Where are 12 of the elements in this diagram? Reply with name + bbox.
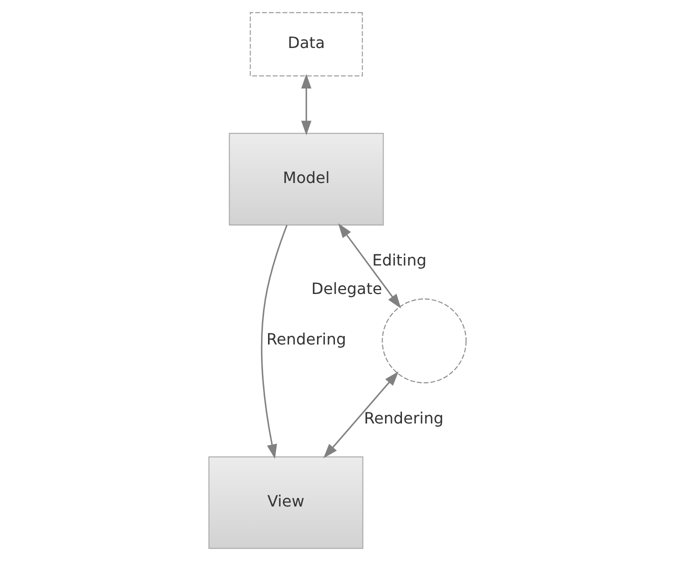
arrow — [301, 74, 312, 136]
node-label: Delegate — [311, 280, 382, 298]
arrow — [323, 371, 399, 458]
arrow — [338, 223, 402, 308]
node-box: Model — [228, 132, 384, 226]
node-box: View — [208, 456, 364, 549]
node-box: Data — [250, 12, 363, 76]
edge-label: Rendering — [364, 410, 444, 428]
edge-label: Rendering — [266, 330, 346, 349]
node-circle — [382, 298, 467, 384]
edge-label: Editing — [372, 252, 426, 270]
arrow — [261, 224, 288, 459]
